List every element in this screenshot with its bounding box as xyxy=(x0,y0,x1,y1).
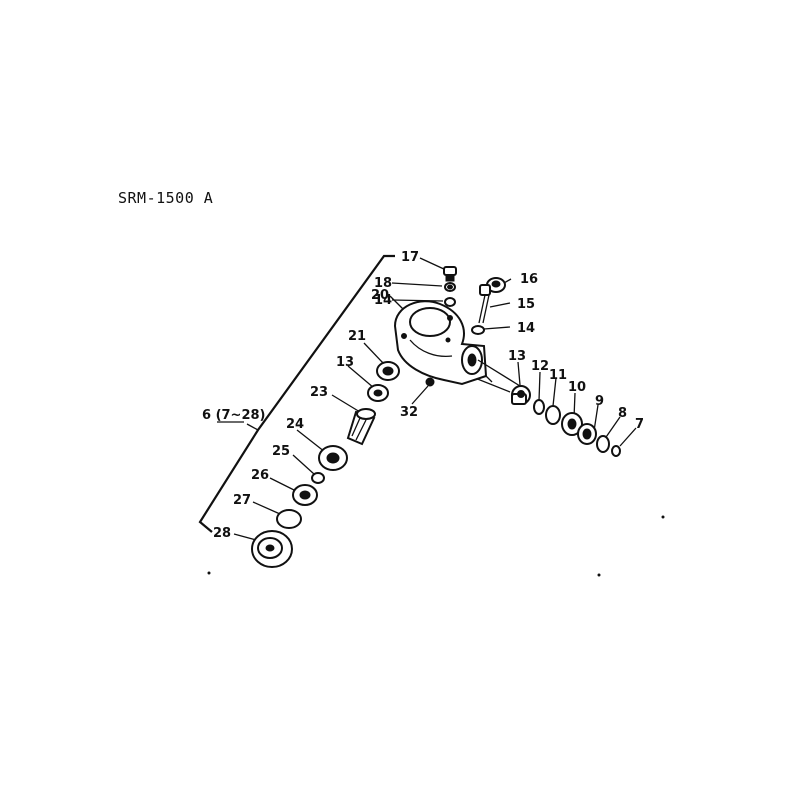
label-part-16: 16 xyxy=(520,272,538,287)
label-part-13-right: 13 xyxy=(508,349,526,364)
part-32-grease-nipple xyxy=(425,377,435,387)
label-part-26: 26 xyxy=(251,468,269,483)
part-27-ring xyxy=(276,509,302,529)
part-18-washer xyxy=(444,282,456,292)
assembly-bracket-tick xyxy=(246,423,259,431)
leader-lines xyxy=(233,257,637,541)
part-7-clip xyxy=(611,445,621,457)
label-part-8: 8 xyxy=(618,406,627,421)
label-part-28: 28 xyxy=(213,526,231,541)
part-13-bearing-left xyxy=(367,384,389,402)
part-28-cover xyxy=(251,530,293,568)
label-part-10: 10 xyxy=(568,380,586,395)
label-part-24: 24 xyxy=(286,417,304,432)
label-part-11: 11 xyxy=(549,368,567,383)
model-title: SRM-1500 A xyxy=(118,189,214,207)
part-23-bevel-gear-shaft xyxy=(346,408,376,446)
part-14-washer-right xyxy=(471,325,485,335)
label-part-14-left: 14 xyxy=(374,293,392,308)
scan-specks xyxy=(207,515,665,577)
part-20-gear-case xyxy=(393,300,521,387)
label-part-13-left: 13 xyxy=(336,355,354,370)
part-13-shaft-right xyxy=(511,385,531,405)
label-part-23: 23 xyxy=(310,385,328,400)
assembly-label: 6 (7~28) xyxy=(202,408,265,423)
label-part-9: 9 xyxy=(595,394,604,409)
part-21-bearing xyxy=(376,361,400,381)
part-24-bearing xyxy=(318,445,348,471)
label-part-7: 7 xyxy=(635,417,644,432)
label-part-21: 21 xyxy=(348,329,366,344)
label-part-14-right: 14 xyxy=(517,321,535,336)
part-26-bearing xyxy=(292,484,318,506)
part-17-screw xyxy=(443,266,457,282)
part-14-washer-left xyxy=(444,297,456,307)
part-11-ring xyxy=(545,405,561,425)
part-25-spacer xyxy=(311,472,325,484)
part-9-seal xyxy=(577,423,597,445)
label-part-32: 32 xyxy=(400,405,418,420)
label-part-25: 25 xyxy=(272,444,290,459)
label-part-18: 18 xyxy=(374,276,392,291)
label-part-27: 27 xyxy=(233,493,251,508)
label-part-17: 17 xyxy=(401,250,419,265)
part-12-ring xyxy=(533,399,545,415)
part-10-bearing xyxy=(561,412,583,436)
part-15-bolt xyxy=(478,284,491,324)
part-8-ring xyxy=(596,435,610,453)
label-part-12: 12 xyxy=(531,359,549,374)
label-part-20: 20 xyxy=(371,288,389,303)
label-part-15: 15 xyxy=(517,297,535,312)
